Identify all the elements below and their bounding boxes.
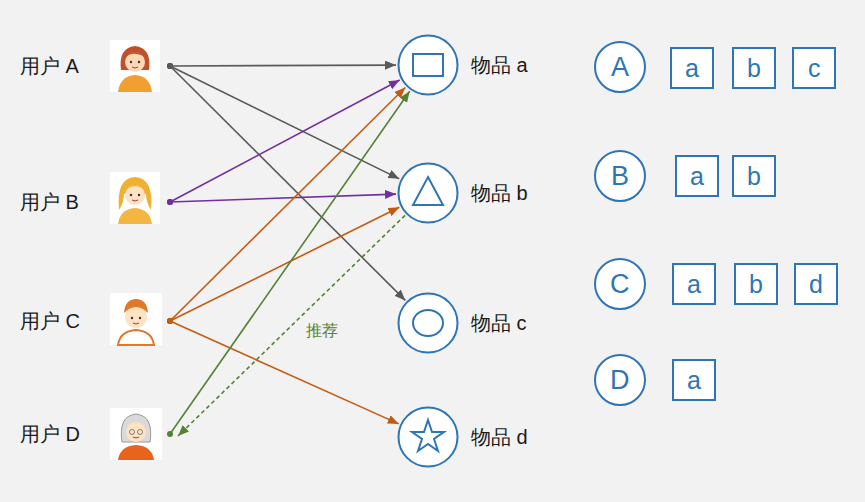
- user-circle: D: [594, 354, 646, 406]
- avatar: [110, 293, 162, 345]
- user-circle: C: [594, 258, 646, 310]
- item-circle: [399, 36, 458, 95]
- item-box: b: [732, 47, 776, 89]
- edge-label: 推荐: [304, 321, 340, 342]
- recommend-arrow: [178, 215, 405, 436]
- item-symbol: [397, 292, 459, 354]
- shape-icon: [413, 310, 443, 336]
- interaction-arrow: [170, 91, 410, 434]
- user-letter: D: [610, 365, 630, 396]
- interaction-arrow: [170, 207, 399, 321]
- user-letter: A: [611, 52, 629, 83]
- item-letter: c: [808, 54, 821, 83]
- item-label: 物品 d: [471, 424, 528, 451]
- interaction-arrow: [170, 66, 399, 179]
- user-letter: C: [610, 269, 630, 300]
- interaction-arrow: [170, 321, 399, 424]
- start-dot: [167, 431, 173, 437]
- item-box: d: [794, 263, 838, 305]
- user-node: 用户 D: [16, 408, 166, 460]
- user-letter: B: [611, 161, 629, 192]
- item-node: 物品 d: [397, 406, 459, 468]
- item-symbol: [397, 162, 459, 224]
- item-label: 物品 b: [471, 180, 528, 207]
- user-circle: B: [594, 150, 646, 202]
- item-letter: b: [747, 54, 761, 83]
- item-symbol: [397, 34, 459, 96]
- start-dot: [167, 199, 173, 205]
- item-box: b: [734, 263, 778, 305]
- item-box: c: [792, 47, 836, 89]
- item-node: 物品 b: [397, 162, 459, 224]
- item-box: a: [675, 155, 719, 197]
- start-dot: [167, 318, 173, 324]
- item-letter: b: [747, 162, 761, 191]
- avatar: [110, 40, 160, 92]
- start-dot: [167, 63, 173, 69]
- item-node: 物品 c: [397, 292, 459, 354]
- item-label: 物品 c: [471, 310, 527, 337]
- item-symbol: [397, 406, 459, 468]
- item-node: 物品 a: [397, 34, 459, 96]
- user-label: 用户 B: [20, 189, 79, 216]
- avatar: [110, 172, 160, 224]
- item-circle: [399, 294, 458, 353]
- interaction-arrow: [170, 88, 405, 321]
- start-dot: [167, 199, 173, 205]
- start-dot: [167, 63, 173, 69]
- shape-icon: [412, 420, 444, 451]
- avatar: [110, 408, 162, 460]
- user-circle: A: [594, 41, 646, 93]
- user-node: 用户 A: [16, 40, 166, 92]
- user-node: 用户 C: [16, 295, 166, 347]
- item-circle: [399, 164, 458, 223]
- user-label: 用户 D: [20, 421, 80, 448]
- item-label: 物品 a: [471, 52, 528, 79]
- item-box: b: [732, 155, 776, 197]
- item-letter: a: [687, 270, 701, 299]
- interaction-arrow: [170, 194, 396, 202]
- shape-icon: [413, 54, 443, 76]
- item-box: a: [672, 263, 716, 305]
- user-label: 用户 C: [20, 308, 80, 335]
- shape-icon: [413, 177, 443, 205]
- item-letter: a: [685, 54, 699, 83]
- user-node: 用户 B: [16, 176, 166, 228]
- interaction-arrow: [170, 64, 396, 66]
- start-dot: [167, 63, 173, 69]
- start-dot: [167, 318, 173, 324]
- start-dot: [167, 318, 173, 324]
- item-circle: [399, 408, 458, 467]
- item-box: a: [670, 47, 714, 89]
- item-letter: a: [690, 162, 704, 191]
- interaction-arrow: [170, 80, 400, 202]
- user-label: 用户 A: [20, 53, 79, 80]
- item-letter: d: [809, 270, 823, 299]
- item-letter: a: [687, 366, 701, 395]
- item-letter: b: [749, 270, 763, 299]
- item-box: a: [672, 359, 716, 401]
